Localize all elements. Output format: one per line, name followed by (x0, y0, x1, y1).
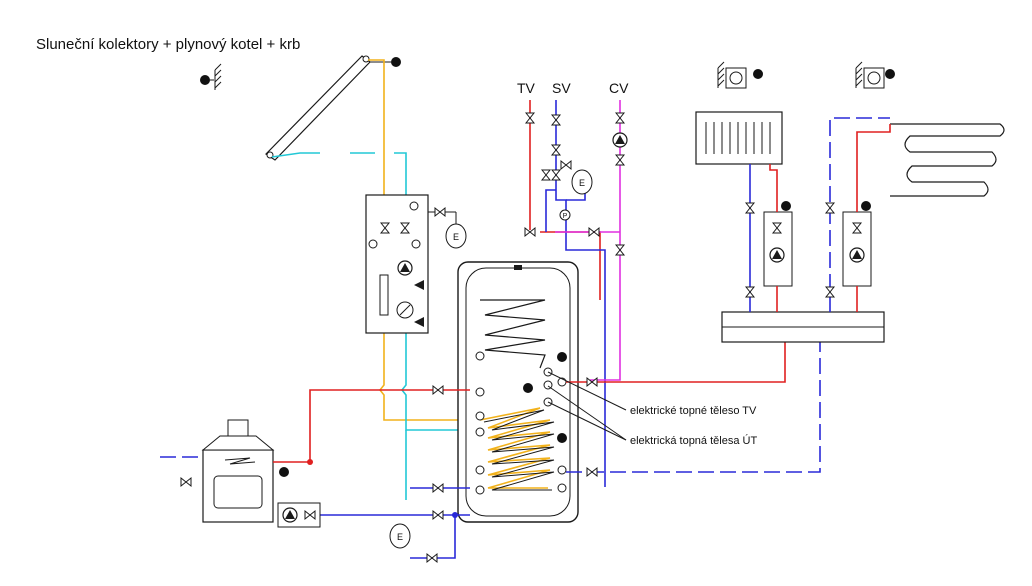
pressure-gauge-icon (559, 209, 571, 221)
circulation-pump-icon (612, 132, 628, 148)
dhw-tank-label: E (579, 178, 585, 188)
tank-return-pipe (566, 335, 821, 473)
tank-sensor-mid-icon (523, 383, 533, 393)
manifold (721, 311, 885, 343)
storage-tank (457, 261, 579, 523)
annotation-heaters-ut: elektrická topná tělesa ÚT (630, 434, 757, 447)
fireplace-boiler (201, 419, 275, 523)
heating-group-2 (842, 201, 872, 287)
boiler-pump-group (277, 502, 321, 528)
heating-group-1 (763, 201, 793, 287)
label-sv: SV (552, 80, 571, 96)
label-cv: CV (609, 80, 629, 96)
gauge-label: P (563, 213, 568, 220)
room-thermostat-1 (717, 61, 763, 89)
tank-sensor-lower-icon (557, 433, 567, 443)
upper-coil (480, 299, 546, 369)
boiler-supply-pipe (273, 389, 470, 463)
tank-label: E (453, 232, 459, 242)
boiler-sensor-icon (279, 467, 289, 477)
radiator (695, 111, 783, 165)
room-thermostat-2 (855, 61, 895, 89)
solar-station (365, 194, 429, 334)
solar-expansion-tank: E (445, 212, 467, 249)
boiler-expansion-tank: E (389, 523, 411, 549)
circulation-pipe (555, 100, 621, 381)
underfloor-coil (890, 123, 1005, 197)
solar-collector (265, 55, 371, 161)
solar-cold-pipe (271, 152, 470, 500)
boiler-tank-label: E (397, 532, 403, 542)
label-tv: TV (517, 80, 536, 96)
tank-sensor-upper-icon (557, 352, 567, 362)
annotation-heater-tv: elektrické topné těleso TV (630, 405, 757, 417)
collector-sensor-icon (391, 57, 401, 67)
diagram-title: Sluneční kolektory + plynový kotel + krb (36, 36, 301, 53)
outdoor-sensor (200, 63, 222, 91)
solar-coil (479, 407, 551, 489)
dhw-expansion-tank: E (571, 169, 593, 195)
